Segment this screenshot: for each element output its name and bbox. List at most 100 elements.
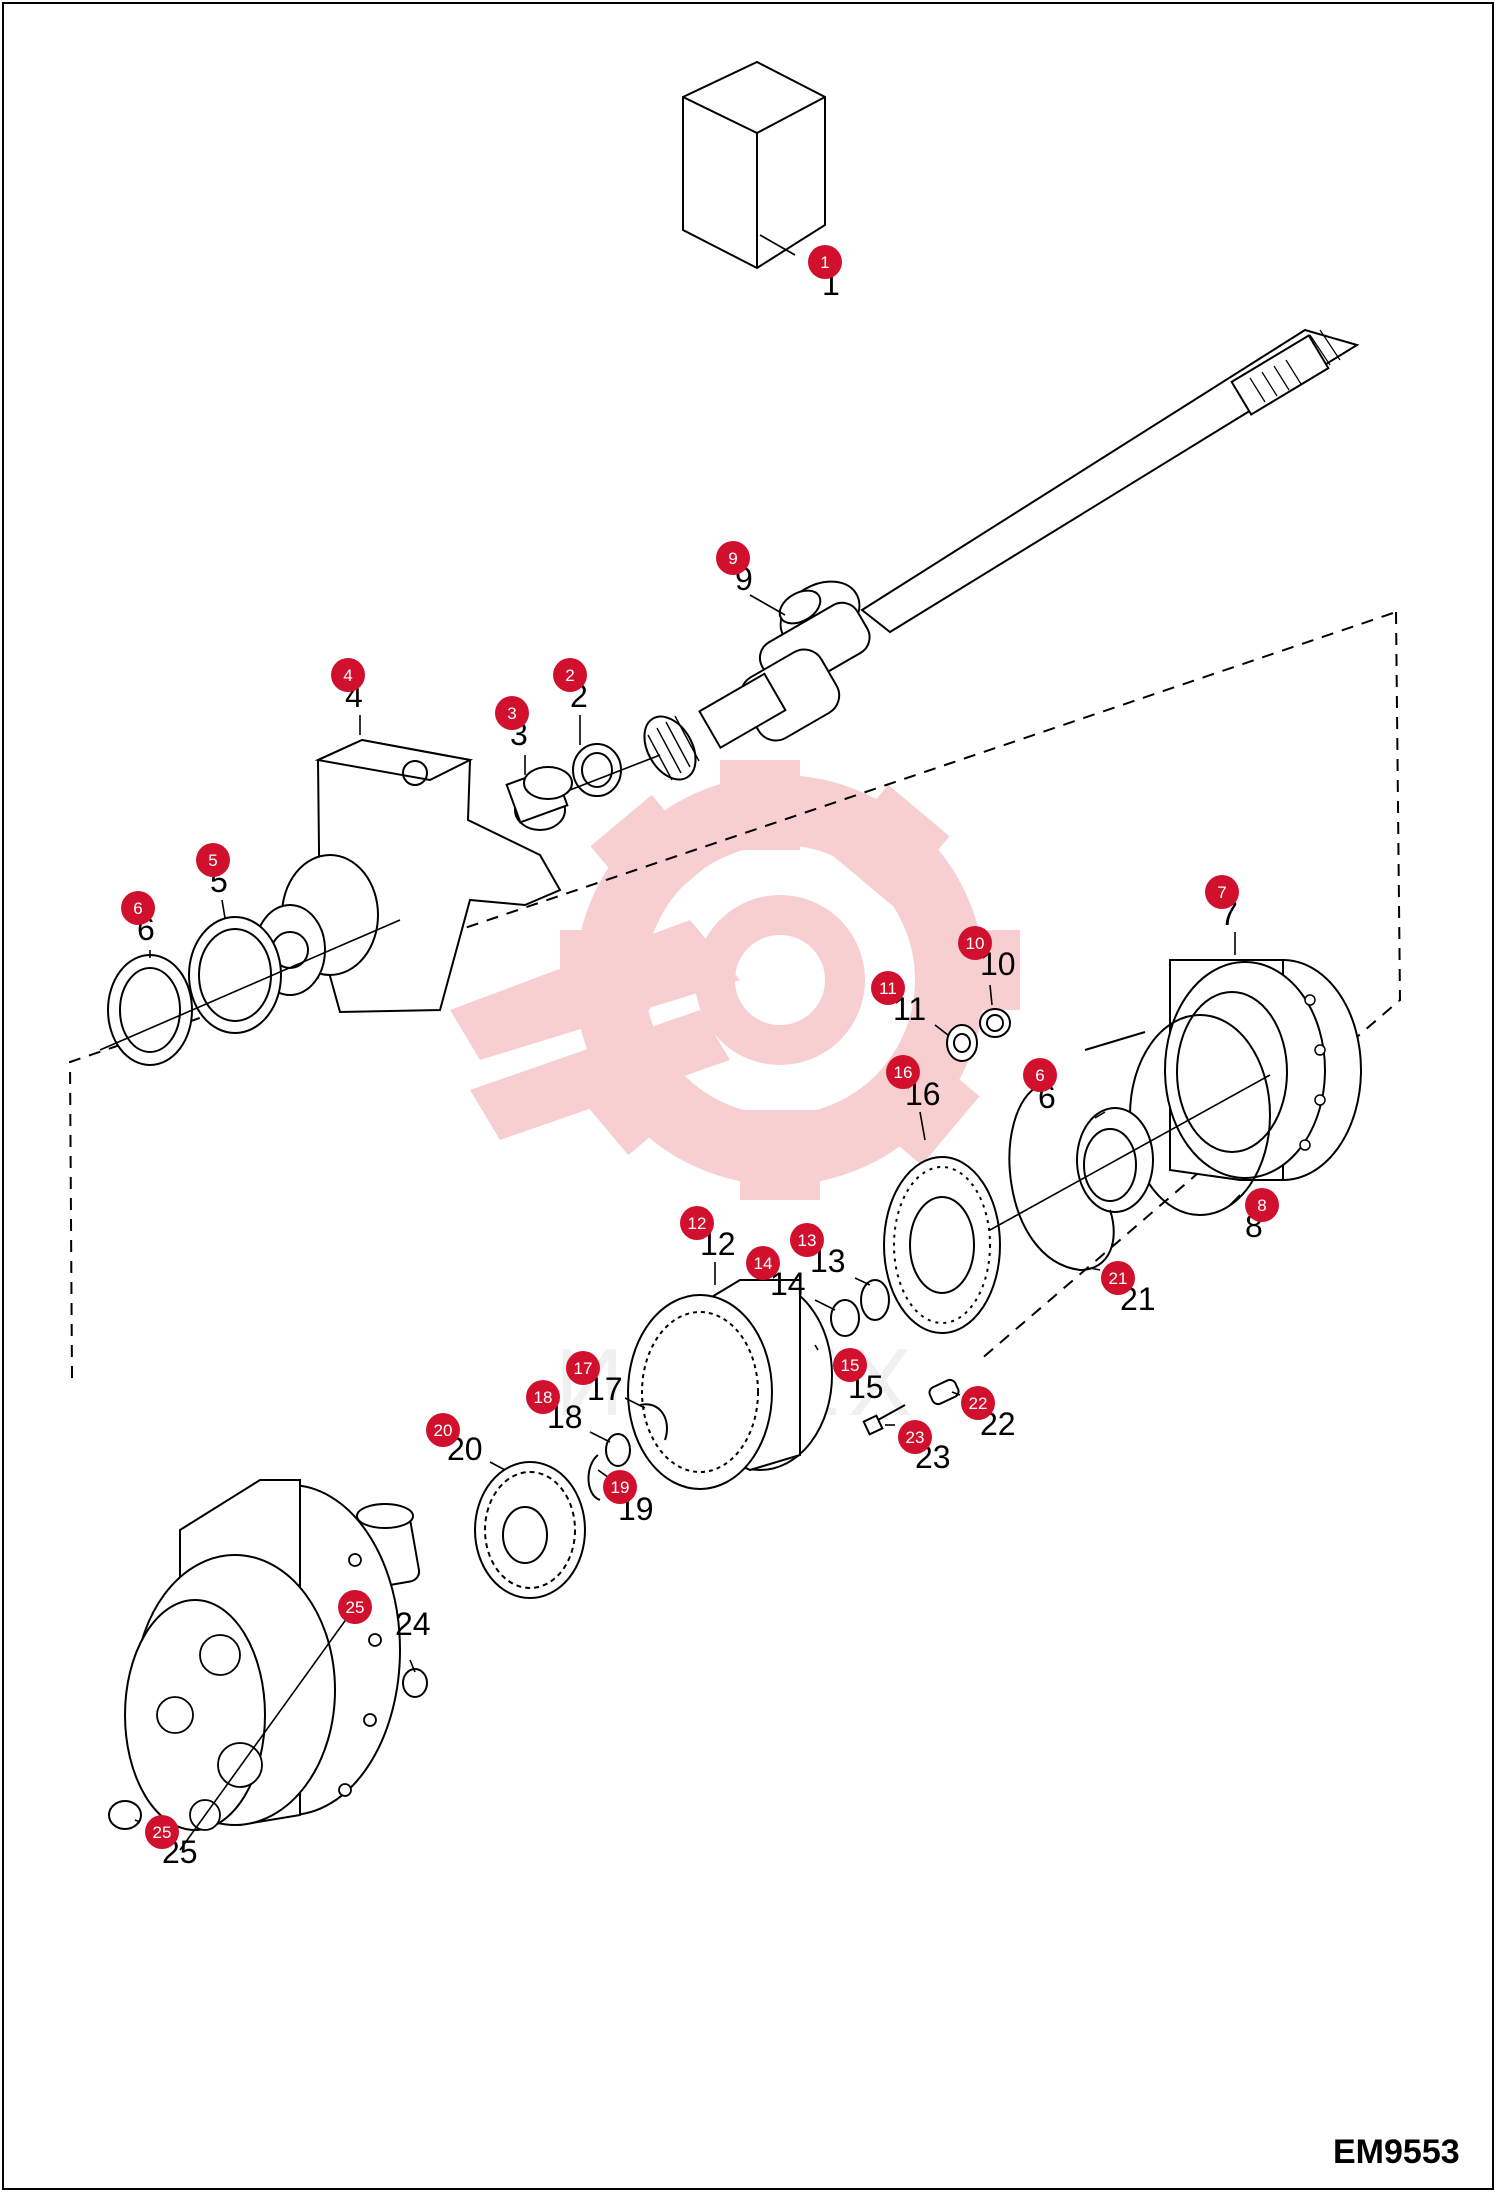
callout-badge: [961, 1386, 995, 1420]
assembly-boundary: [979, 611, 1402, 1361]
washer-part-14: [830, 1299, 860, 1337]
callout-badge: [886, 1055, 920, 1089]
callout-leader: [749, 594, 786, 616]
callout-badge: [898, 1420, 932, 1454]
callout-badge-number: 25: [153, 1823, 172, 1842]
callout-badge: [1205, 875, 1239, 909]
bearing-part-6-left: [107, 954, 193, 1066]
callout-badge-number: 13: [798, 1231, 817, 1250]
callout-8: 88: [1229, 1188, 1279, 1244]
diagram-code: EM9553: [1333, 2133, 1460, 2171]
callout-badge-number: 18: [534, 1388, 553, 1407]
callout-badge: [566, 1351, 600, 1385]
planet-gear-part: [474, 1461, 586, 1599]
wheel-hub-part: [124, 1479, 401, 1831]
callout-badge: [145, 1815, 179, 1849]
washer-part-13: [860, 1279, 890, 1321]
retaining-ring-part-21: [1008, 1084, 1115, 1272]
callout-badge-number: 4: [343, 666, 352, 685]
watermark-logo: ИНТЕХ: [450, 760, 1020, 1436]
callout-badge: [338, 1590, 372, 1624]
callout-3: 33: [495, 696, 529, 775]
callout-badge-number: 1: [820, 253, 829, 272]
callout-badge-number: 8: [1257, 1196, 1266, 1215]
callout-9: 99: [716, 541, 786, 616]
callout-5: 55: [196, 843, 230, 919]
callout-badge: [553, 658, 587, 692]
callout-badge-number: 21: [1109, 1269, 1128, 1288]
callout-badge: [495, 696, 529, 730]
callout-leader: [934, 1024, 949, 1036]
callout-leader: [951, 1391, 961, 1396]
callout-leader: [1229, 1194, 1241, 1206]
callout-badge-number: 3: [507, 704, 516, 723]
callout-badge-number: 2: [565, 666, 574, 685]
callout-leader: [624, 1397, 646, 1409]
screw-part-24: [402, 1668, 428, 1698]
callout-badge: [196, 843, 230, 877]
callout-badge: [716, 541, 750, 575]
planet-carrier-part: [883, 1156, 1001, 1334]
callout-badge: [1101, 1261, 1135, 1295]
callout-leader: [409, 1659, 416, 1673]
callout-leader: [221, 899, 226, 919]
callout-badge-number: 17: [574, 1359, 593, 1378]
callout-2: 22: [553, 658, 588, 745]
ring-part-17: [639, 1403, 668, 1441]
callout-badge-number: 19: [611, 1478, 630, 1497]
callout-badge-number: 7: [1217, 883, 1226, 902]
bushing-part: [505, 766, 573, 831]
callout-badge: [680, 1206, 714, 1240]
callout-badge-number: 20: [434, 1421, 453, 1440]
callout-leader: [854, 1277, 871, 1286]
callout-badge: [526, 1380, 560, 1414]
callout-badge: [331, 658, 365, 692]
kit-box-part: [682, 60, 826, 270]
callout-badge: [426, 1413, 460, 1447]
callout-badge-number: 6: [1035, 1066, 1044, 1085]
callout-badge: [808, 245, 842, 279]
callout-badge: [121, 891, 155, 925]
callout-leader: [589, 1431, 611, 1443]
seal-part-5: [188, 916, 282, 1034]
ring-part-18: [605, 1433, 631, 1467]
callout-badge: [958, 926, 992, 960]
callout-number: 24: [395, 1606, 431, 1642]
small-ring-part-11: [946, 1024, 978, 1062]
callout-badge-number: 22: [969, 1394, 988, 1413]
steering-knuckle-part: [254, 738, 562, 1014]
callout-badge-number: 12: [688, 1214, 707, 1233]
callout-leader: [1089, 1267, 1101, 1271]
callout-6: 66: [121, 891, 155, 958]
callout-leader: [919, 1111, 926, 1141]
callout-leader: [134, 1819, 141, 1823]
callout-badge-number: 5: [208, 851, 217, 870]
axle-shaft-part: [643, 328, 1360, 781]
callout-badge-number: 6: [133, 899, 142, 918]
callout-leader: [1094, 1111, 1106, 1119]
callout-badge-number: 14: [754, 1254, 773, 1273]
callout-badge: [1245, 1188, 1279, 1222]
ring-part-19: [587, 1454, 601, 1501]
callout-leader: [489, 1461, 506, 1471]
callout-leader: [814, 1344, 819, 1351]
callout-6: 66: [1023, 1058, 1106, 1119]
ring-gear-part: [627, 1279, 833, 1490]
callout-leader: [814, 1299, 836, 1311]
callout-badge: [603, 1470, 637, 1504]
callout-7: 77: [1205, 875, 1239, 955]
